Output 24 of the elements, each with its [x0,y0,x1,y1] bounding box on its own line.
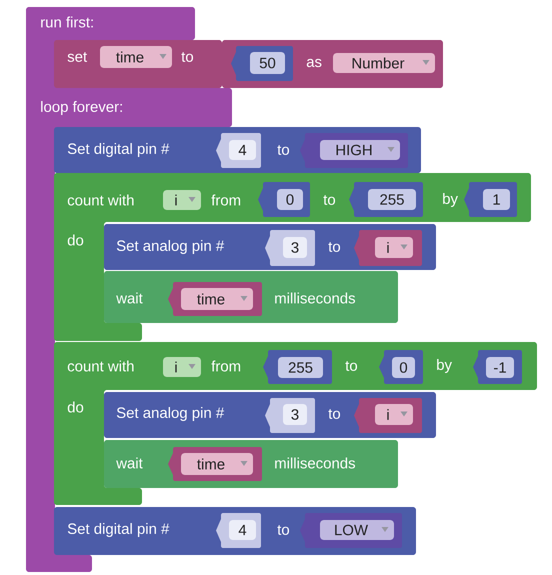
dropdown-block: LOW [300,513,402,548]
number-block: 0 [379,350,423,384]
number-block: 3 [265,230,315,266]
node-label: to [181,52,194,62]
dropdown-field: i [163,357,201,377]
variable-block: i [354,230,422,266]
number-block: -1 [473,350,522,384]
variable-block: time [168,282,262,316]
node-label: as [306,58,322,68]
number-block: 255 [349,182,423,217]
variable-block: time [168,447,262,481]
dropdown-field: i [163,190,201,210]
dropdown-field: time [100,46,172,68]
number-block: 3 [265,398,315,433]
number-block: 1 [464,182,517,217]
variable-block: i [354,398,422,433]
number-block: 50 [231,46,293,81]
number-block: 4 [216,513,261,548]
dropdown-field: Number [333,53,435,73]
dropdown-block: HIGH [300,133,408,168]
number-block: 4 [216,133,261,168]
number-block: 0 [258,182,310,217]
number-block: 255 [263,350,332,384]
node-label: set [68,52,88,62]
